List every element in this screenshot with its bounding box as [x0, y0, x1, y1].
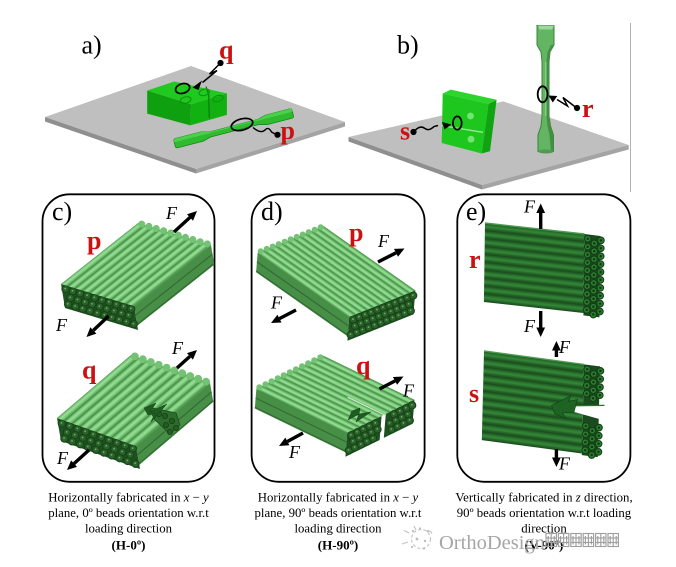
svg-text:q: q	[356, 351, 371, 380]
svg-text:r: r	[582, 94, 594, 123]
svg-text:plane, 0º beads orientation w.: plane, 0º beads orientation w.r.t	[48, 506, 209, 520]
svg-text:loading direction: loading direction	[294, 522, 382, 536]
svg-text:r: r	[469, 245, 481, 274]
svg-text:F: F	[171, 338, 184, 358]
svg-text:loading direction: loading direction	[85, 522, 173, 536]
svg-text:e): e)	[466, 197, 486, 226]
svg-text:d): d)	[261, 197, 283, 226]
svg-text:p: p	[87, 226, 101, 255]
svg-text:F: F	[288, 442, 301, 462]
svg-text:q: q	[219, 36, 234, 65]
svg-text:OrthoDesign: OrthoDesign	[439, 532, 545, 554]
svg-text:Horizontally fabricated in x −: Horizontally fabricated in x − y	[48, 491, 209, 505]
svg-text:c): c)	[52, 197, 72, 226]
svg-text:a): a)	[82, 31, 102, 60]
svg-text:(H-90º): (H-90º)	[318, 538, 358, 553]
svg-text:p: p	[349, 218, 363, 247]
svg-text:F: F	[165, 203, 178, 223]
svg-text:90º beads orientation w.r.t lo: 90º beads orientation w.r.t loading	[457, 506, 632, 520]
svg-text:(H-0º): (H-0º)	[112, 538, 146, 553]
svg-text:b): b)	[397, 31, 419, 60]
svg-text:F: F	[523, 197, 536, 217]
svg-text:Vertically fabricated in z dir: Vertically fabricated in z direction,	[455, 491, 632, 505]
svg-text:F: F	[402, 381, 415, 401]
svg-text:plane, 90º beads orientation w: plane, 90º beads orientation w.r.t	[255, 506, 422, 520]
svg-text:s: s	[400, 117, 410, 146]
svg-text:F: F	[558, 337, 571, 357]
svg-text:F: F	[270, 293, 283, 313]
svg-text:s: s	[469, 379, 479, 408]
svg-text:F: F	[55, 315, 68, 335]
svg-text:F: F	[377, 231, 390, 251]
svg-text:direction: direction	[521, 522, 567, 536]
svg-text:F: F	[523, 316, 536, 336]
svg-text:F: F	[56, 448, 69, 468]
svg-text:q: q	[82, 356, 97, 385]
svg-text:Horizontally fabricated in x −: Horizontally fabricated in x − y	[258, 491, 419, 505]
svg-text:p: p	[281, 116, 295, 145]
svg-text:F: F	[558, 454, 571, 474]
